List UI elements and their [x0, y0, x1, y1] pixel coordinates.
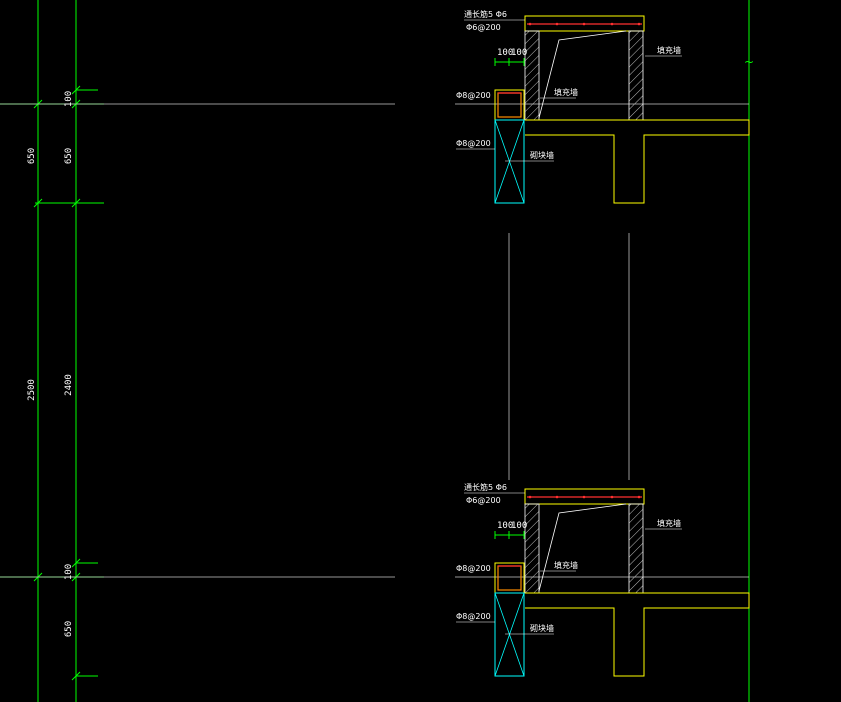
dim-inner-650-upper: 650 — [64, 148, 74, 164]
dim-inner-2400: 2400 — [64, 374, 74, 396]
dim-outer-2500: 2500 — [27, 379, 37, 401]
bar-note-2-lower: Φ8@200 — [456, 612, 491, 621]
mid-note-upper: 填充墙 — [554, 87, 578, 97]
base-note-lower: 砌块墙 — [530, 623, 554, 633]
top-bar-note-lower: 通长筋5 Φ6 — [464, 482, 507, 492]
dim-inner-100-lower: 100 — [64, 564, 74, 580]
bar-note-1-upper: Φ8@200 — [456, 91, 491, 100]
stirrup-note-upper: Φ6@200 — [466, 23, 501, 32]
width-dim-left-upper: 100 — [497, 48, 513, 58]
right-wall-note-lower: 填充墙 — [657, 518, 681, 528]
base-note-upper: 砌块墙 — [530, 150, 554, 160]
width-dim-right-upper: 100 — [511, 48, 527, 58]
break-mark: ~ — [744, 55, 754, 69]
bar-note-2-upper: Φ8@200 — [456, 139, 491, 148]
dim-outer-650: 650 — [27, 148, 37, 164]
axis-lines: ~ — [508, 0, 754, 702]
mid-note-lower: 填充墙 — [554, 560, 578, 570]
dim-inner-650-lower: 650 — [64, 621, 74, 637]
dim-inner-100-upper: 100 — [64, 91, 74, 107]
top-bar-note-upper: 通长筋5 Φ6 — [464, 9, 507, 19]
bar-note-1-lower: Φ8@200 — [456, 564, 491, 573]
dimension-chain: 650 2500 100 650 2400 100 650 — [0, 0, 395, 702]
stirrup-note-lower: Φ6@200 — [466, 496, 501, 505]
width-dim-right-lower: 100 — [511, 521, 527, 531]
section-detail-lower: 100 100 通长筋5 Φ6 Φ6@200 填充墙 填充墙 Φ8@200 Φ8… — [455, 482, 750, 677]
section-detail-upper: 100 100 通长筋5 Φ6 Φ6@200 填充墙 填充墙 Φ8@200 Φ8… — [455, 9, 750, 204]
right-wall-note-upper: 填充墙 — [657, 45, 681, 55]
width-dim-left-lower: 100 — [497, 521, 513, 531]
